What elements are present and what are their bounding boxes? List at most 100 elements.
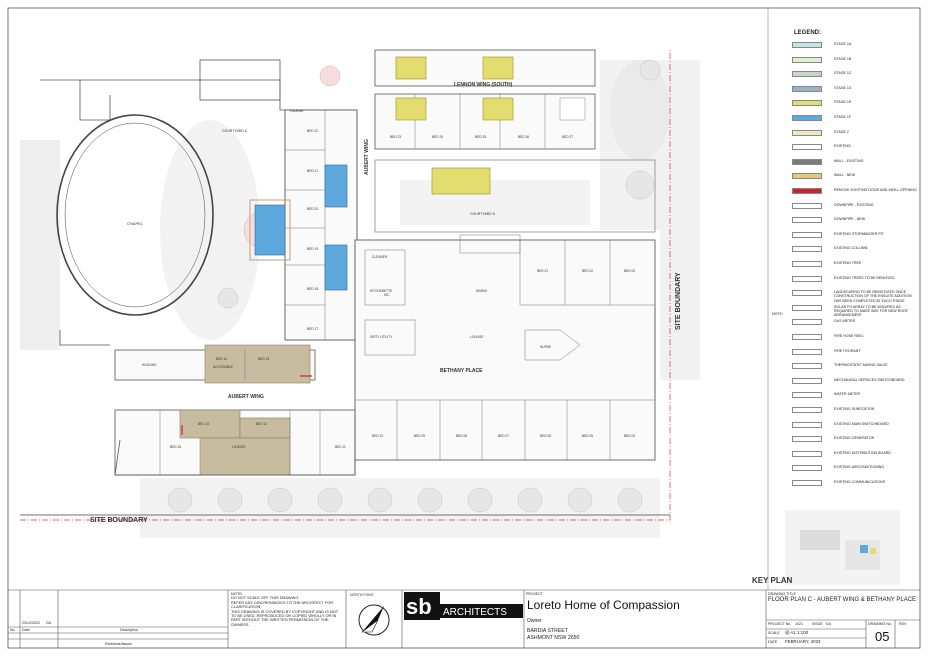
chapel-label: CHAPEL bbox=[127, 221, 144, 226]
sheet-border bbox=[7, 7, 921, 649]
legend-item: WATER METER bbox=[792, 392, 918, 402]
wc-label: WC bbox=[384, 293, 390, 297]
legend-item: EXISTING DISTRIBUTION BOARD bbox=[792, 450, 918, 461]
site-boundary-right-label: SITE BOUNDARY bbox=[675, 272, 682, 330]
legend-swatch bbox=[792, 421, 822, 428]
legend-label: DOWNPIPE - EXISTING bbox=[834, 202, 874, 207]
key-plan bbox=[785, 510, 900, 585]
legend-swatch bbox=[792, 407, 822, 413]
bethany-place bbox=[354, 234, 656, 461]
legend-swatch bbox=[792, 465, 822, 472]
legend-item: STAGE 1B bbox=[792, 56, 918, 67]
drawing-notes: NOTE: DO NOT SCALE OFF THIS DRAWING REFE… bbox=[231, 591, 339, 627]
legend-label: STAGE 1C bbox=[834, 71, 852, 76]
legend-swatch bbox=[792, 392, 822, 399]
site-boundary-label: SITE BOUNDARY bbox=[90, 517, 148, 524]
bed-label: BED 26 bbox=[518, 135, 529, 139]
kitchenette-label: KITCHENETTE bbox=[370, 289, 392, 293]
date: FEBRUARY, 2023 bbox=[785, 639, 821, 644]
legend-note-label: NOTE: bbox=[772, 312, 783, 317]
rev-date-header: Date bbox=[22, 628, 30, 632]
bed-label: BED 12 bbox=[256, 422, 267, 426]
legend-label: STAGE 1F bbox=[834, 115, 852, 119]
lennon-wing-label: LENNON WING (SOUTH) bbox=[454, 82, 513, 88]
legend-swatch bbox=[792, 290, 822, 297]
nurse-label: NURSE bbox=[540, 345, 551, 349]
legend-swatch bbox=[792, 71, 822, 78]
legend-item: EXISTING AIRCONDITIONING bbox=[792, 465, 918, 475]
floor-plan: CHAPEL LENNON WING (SOUTH) BED 23 bbox=[20, 49, 700, 538]
legend-item: STAGE 1C bbox=[792, 71, 918, 81]
tree-row bbox=[167, 59, 661, 513]
legend-label: THERMOSTATIC MIXING VALVE bbox=[834, 363, 888, 368]
legend-item: FIRE HYDRANT bbox=[792, 348, 918, 359]
legend-item: EXISTING SUBSTATION bbox=[792, 407, 918, 417]
project-no-label: PROJECT No. bbox=[768, 622, 792, 626]
legend-label: EXISTING COMMUNICATIONS bbox=[834, 480, 886, 484]
legend-swatch bbox=[792, 85, 822, 92]
legend-label: WATER METER bbox=[834, 392, 861, 397]
legend-item: STAGE 1E bbox=[792, 100, 918, 110]
legend-label: FIRE HYDRANT bbox=[834, 348, 861, 353]
legend-label: STAGE 2 bbox=[834, 129, 849, 134]
legend-swatch bbox=[792, 348, 822, 355]
legend-label: FIRE HOSE REEL bbox=[834, 334, 864, 338]
legend-swatch bbox=[792, 436, 822, 443]
legend-swatch bbox=[792, 231, 822, 238]
north-arrow-icon bbox=[358, 604, 390, 636]
bed-label: BED 08 bbox=[456, 434, 467, 438]
legend-item: LANDSCAPING TO BE REINSTATED ONCE CONSTR… bbox=[792, 290, 918, 303]
drawing-no-label: DRAWING No. bbox=[868, 622, 892, 626]
legend-label: REMOVE EXISTING DOOR AND INFILL OPENING bbox=[834, 188, 917, 192]
rev-row-code: DA bbox=[46, 621, 51, 625]
legend-label: WALL - NEW bbox=[834, 173, 856, 178]
legend-swatch bbox=[792, 261, 822, 267]
aubert-wing-label: AUBERT WING bbox=[228, 394, 264, 400]
legend-swatch bbox=[792, 377, 822, 384]
legend-swatch bbox=[792, 56, 822, 63]
legend-item: WALL - EXISTING bbox=[792, 158, 918, 169]
project-label: PROJECT bbox=[526, 592, 543, 596]
firm-name: ARCHITECTS bbox=[443, 607, 507, 618]
bed-label: BED 03 bbox=[624, 269, 635, 273]
legend-label: EXISTING DISTRIBUTION BOARD bbox=[834, 450, 891, 455]
legend-label: DOWNPIPE - NEW bbox=[834, 217, 866, 222]
holding-label: HOLDING bbox=[142, 363, 157, 367]
bed-label: BED 17 bbox=[307, 327, 318, 331]
rev-heading: Revisions/Issues bbox=[105, 642, 132, 646]
title-block bbox=[8, 589, 920, 648]
rev-desc-header: Description bbox=[120, 628, 138, 632]
bed-label: BED 18 bbox=[307, 287, 318, 291]
aubert-wing-vertical-label: AUBERT WING bbox=[364, 139, 370, 175]
legend-item: STAGE 1D bbox=[792, 85, 918, 96]
legend-label: EXISTING STORMWATER PIT bbox=[834, 231, 884, 236]
legend-swatch bbox=[792, 304, 822, 311]
drawing-no: 05 bbox=[875, 629, 890, 644]
legend-swatch bbox=[792, 450, 822, 457]
lounge-label: LOUNGE bbox=[290, 109, 303, 113]
legend-label: EXISTING COLUMN bbox=[834, 246, 868, 251]
legend-label: EXISTING SUBSTATION bbox=[834, 407, 875, 411]
lounge-label: LOUNGE bbox=[470, 335, 483, 339]
accessible-label: ACCESSIBLE bbox=[213, 365, 233, 369]
legend-swatch bbox=[792, 129, 822, 136]
legend-label: STAGE 1D bbox=[834, 85, 852, 90]
cleaner-label: CLEANER bbox=[372, 255, 388, 259]
legend-item: DOWNPIPE - NEW bbox=[792, 217, 918, 227]
legend-item: EXISTING MAIN SWITCHBOARD bbox=[792, 421, 918, 432]
legend-item: GAS METER bbox=[792, 319, 918, 329]
project-name: Loreto Home of Compassion bbox=[527, 598, 680, 612]
legend-label: MECHANICAL SERVICES SWITCHBOARD bbox=[834, 377, 905, 382]
legend-item: MECHANICAL SERVICES SWITCHBOARD bbox=[792, 377, 918, 388]
legend-swatch bbox=[792, 173, 822, 180]
bed-label: BED 22 bbox=[307, 129, 318, 133]
legend-label: LANDSCAPING TO BE REINSTATED ONCE CONSTR… bbox=[834, 290, 912, 303]
rev-no-header: No bbox=[10, 628, 15, 632]
bed-label: BED 02 bbox=[582, 269, 593, 273]
bed-label: BED 16 bbox=[170, 445, 181, 449]
drawing-title-label: DRAWING TITLE bbox=[768, 592, 796, 596]
legend-item: EXISTING TREES TO BE REMOVED bbox=[792, 275, 918, 286]
legend-label: WALL - EXISTING bbox=[834, 158, 864, 163]
